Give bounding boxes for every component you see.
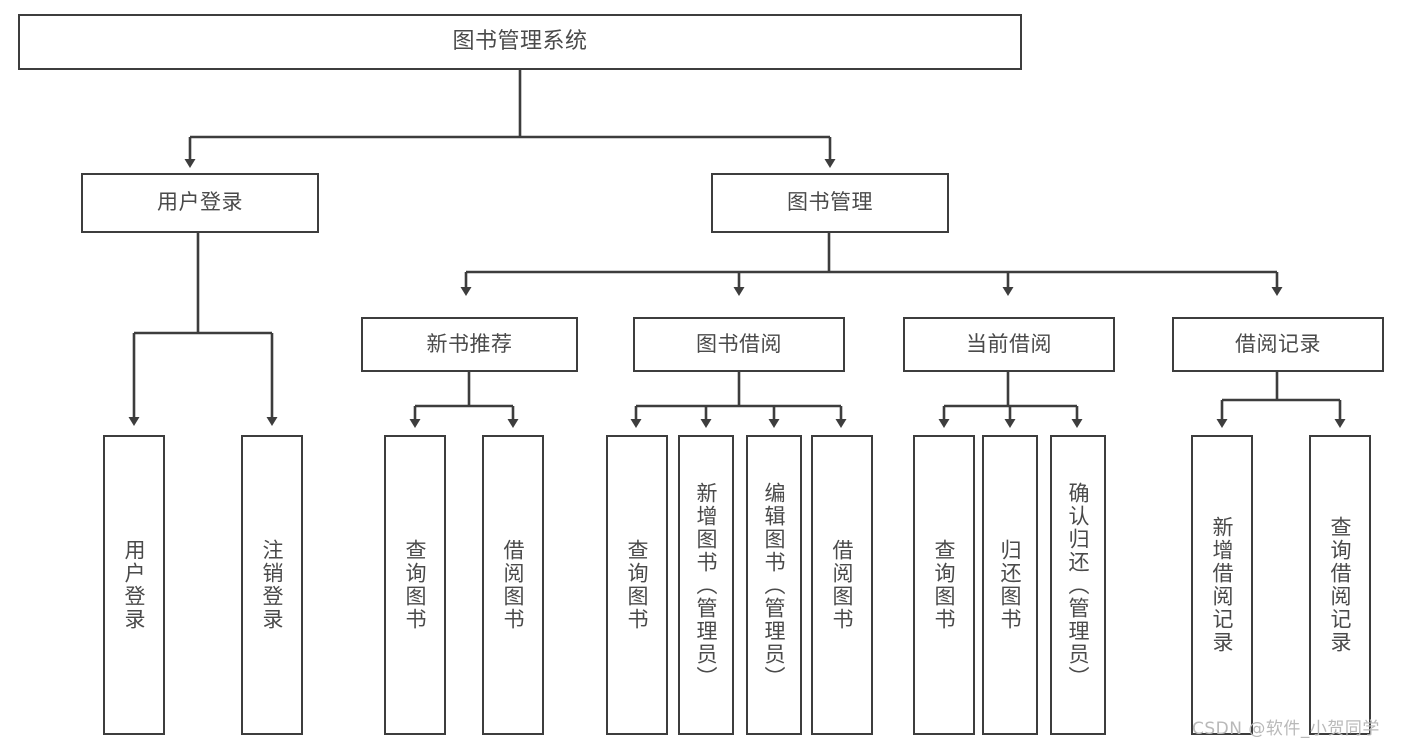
node-root[interactable]: 图书管理系统 xyxy=(18,14,1022,70)
node-leaf-user-login-label: 用户登录 xyxy=(122,539,147,631)
node-leaf-query-book-3[interactable]: 查询图书 xyxy=(913,435,975,735)
node-leaf-query-book-2[interactable]: 查询图书 xyxy=(606,435,668,735)
node-new-book-rec[interactable]: 新书推荐 xyxy=(361,317,578,372)
node-user-login-label: 用户登录 xyxy=(157,190,243,215)
node-book-borrow-label: 图书借阅 xyxy=(696,331,782,356)
node-current-borrow-label: 当前借阅 xyxy=(966,331,1052,356)
node-leaf-edit-book[interactable]: 编辑图书（管理员） xyxy=(746,435,802,735)
node-leaf-borrow-book-2-label: 借阅图书 xyxy=(830,539,855,631)
node-leaf-borrow-book-1[interactable]: 借阅图书 xyxy=(482,435,544,735)
node-leaf-logout-login-label: 注销登录 xyxy=(260,539,285,631)
node-user-login[interactable]: 用户登录 xyxy=(81,173,319,233)
node-leaf-confirm-return-label: 确认归还（管理员） xyxy=(1066,481,1091,689)
node-leaf-add-record-label: 新增借阅记录 xyxy=(1210,516,1235,654)
node-root-label: 图书管理系统 xyxy=(452,28,588,54)
node-book-borrow[interactable]: 图书借阅 xyxy=(633,317,845,372)
node-leaf-edit-book-label: 编辑图书（管理员） xyxy=(762,481,787,689)
node-leaf-logout-login[interactable]: 注销登录 xyxy=(241,435,303,735)
node-leaf-query-book-1[interactable]: 查询图书 xyxy=(384,435,446,735)
node-current-borrow[interactable]: 当前借阅 xyxy=(903,317,1115,372)
node-leaf-confirm-return[interactable]: 确认归还（管理员） xyxy=(1050,435,1106,735)
node-leaf-add-book-label: 新增图书（管理员） xyxy=(694,481,719,689)
node-book-manage-label: 图书管理 xyxy=(787,190,873,215)
node-borrow-record[interactable]: 借阅记录 xyxy=(1172,317,1384,372)
node-leaf-return-book[interactable]: 归还图书 xyxy=(982,435,1038,735)
node-leaf-query-book-2-label: 查询图书 xyxy=(625,539,650,631)
node-book-manage[interactable]: 图书管理 xyxy=(711,173,949,233)
node-borrow-record-label: 借阅记录 xyxy=(1235,331,1321,356)
node-leaf-query-record-label: 查询借阅记录 xyxy=(1328,516,1353,654)
node-leaf-return-book-label: 归还图书 xyxy=(998,539,1023,631)
node-leaf-query-book-3-label: 查询图书 xyxy=(932,539,957,631)
node-leaf-query-book-1-label: 查询图书 xyxy=(403,539,428,631)
node-leaf-query-record[interactable]: 查询借阅记录 xyxy=(1309,435,1371,735)
node-leaf-borrow-book-2[interactable]: 借阅图书 xyxy=(811,435,873,735)
node-leaf-borrow-book-1-label: 借阅图书 xyxy=(501,539,526,631)
node-leaf-add-record[interactable]: 新增借阅记录 xyxy=(1191,435,1253,735)
node-leaf-user-login[interactable]: 用户登录 xyxy=(103,435,165,735)
node-new-book-rec-label: 新书推荐 xyxy=(426,331,513,356)
node-leaf-add-book[interactable]: 新增图书（管理员） xyxy=(678,435,734,735)
watermark-text: CSDN @软件_小贺同学 xyxy=(1192,719,1380,739)
